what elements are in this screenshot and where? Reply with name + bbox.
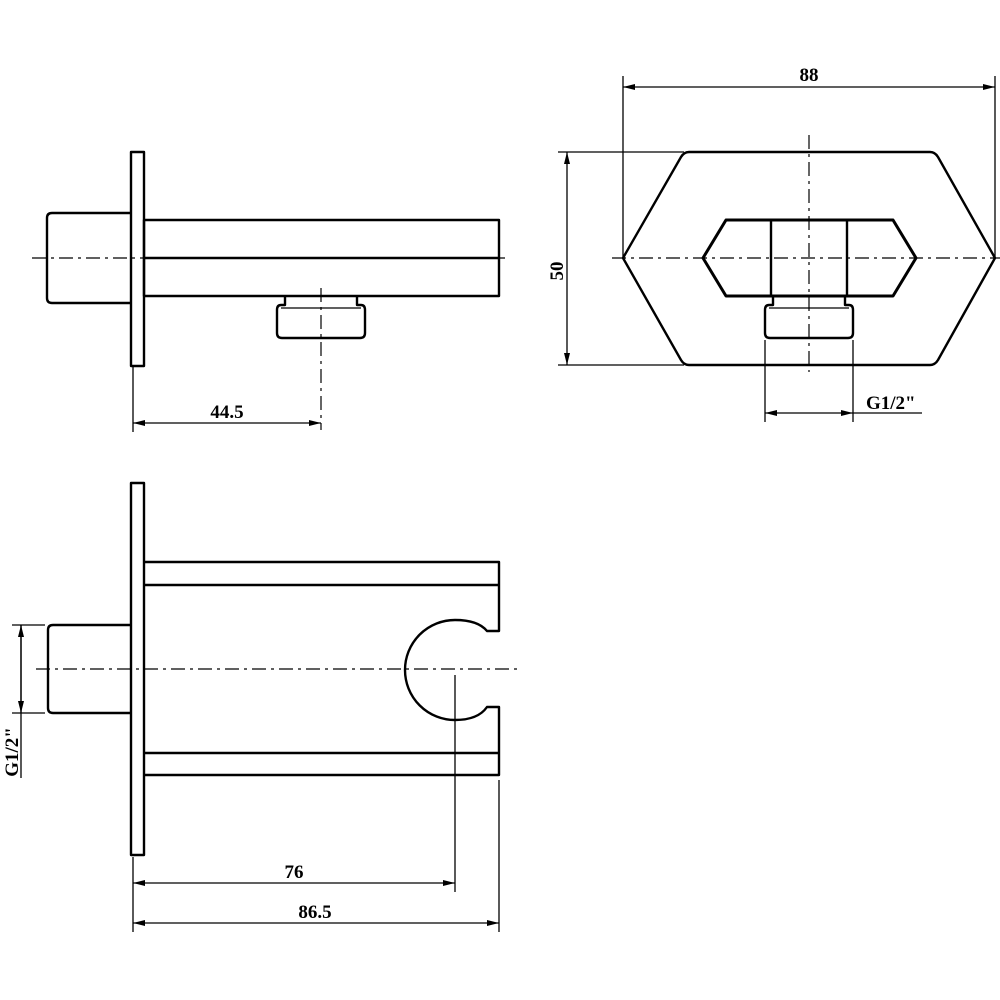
front-view: 88 50 G1/2"	[547, 65, 1000, 422]
dim-holder-center-label: 76	[285, 862, 304, 883]
dim-total-depth-label: 86.5	[298, 902, 331, 923]
inlet-nut	[45, 211, 131, 305]
outlet-nipple	[275, 296, 367, 340]
dim-outlet-offset-label: 44.5	[210, 402, 243, 423]
holder-body	[144, 560, 501, 777]
dim-outlet-thread-label: G1/2"	[866, 393, 916, 414]
wall-flange	[129, 150, 146, 368]
side-view-holder: G1/2" 76 86.5	[2, 481, 520, 932]
dim-width-label: 88	[800, 65, 819, 86]
dim-inlet-thread-label: G1/2"	[2, 727, 23, 777]
hexagonal-wall-plate	[621, 150, 997, 367]
side-view-outlet: 44.5	[32, 150, 505, 432]
dim-height-label: 50	[547, 262, 568, 281]
